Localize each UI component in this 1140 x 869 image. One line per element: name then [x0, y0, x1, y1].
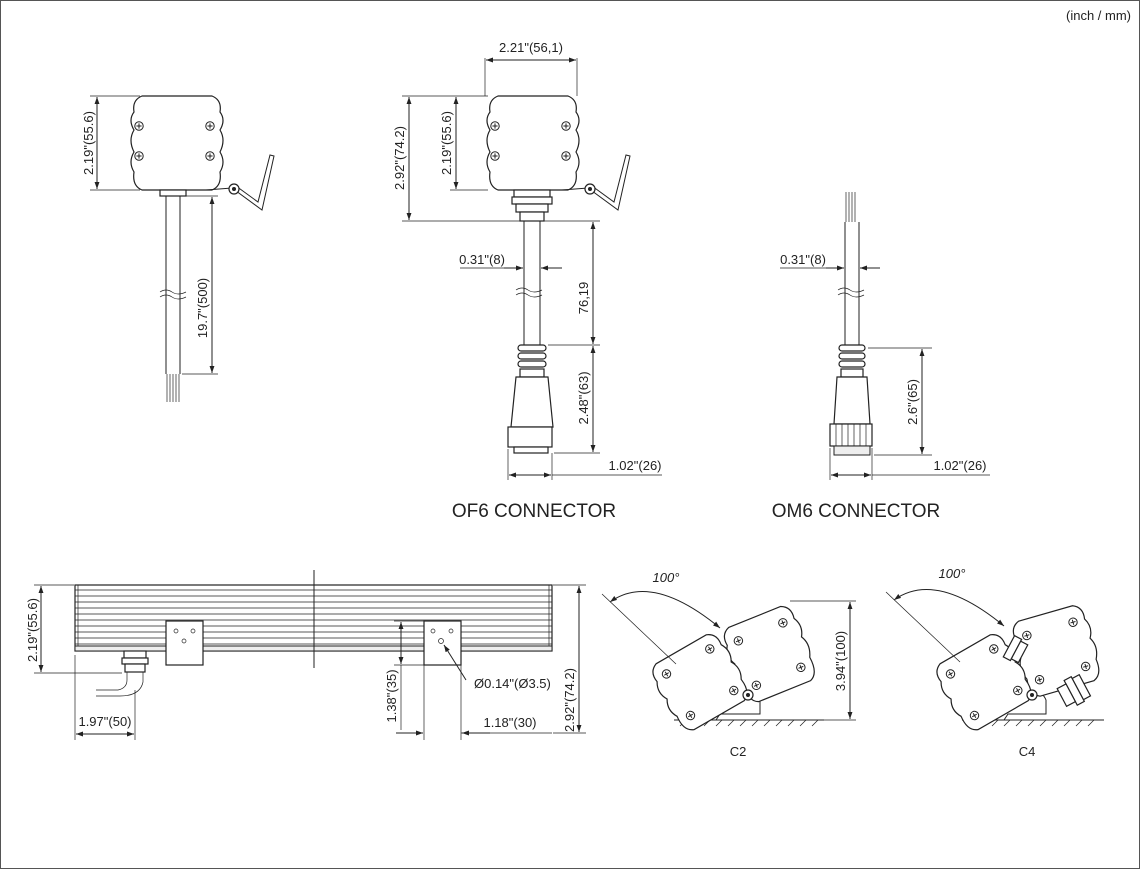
om6-connector-drawing: 0.31"(8) 2.6"(65) 1.02"(26) OM6 CONNECTO… [772, 192, 990, 522]
c2-tilt-drawing: 100° 3.94"(100) C2 [601, 570, 856, 759]
side-view-drawing: 2.19"(55.6) 1.97"(50) 1.38"(35) Ø0.14"(Ø… [25, 570, 586, 740]
screw-icon [561, 151, 571, 161]
connector-sleeve [510, 376, 554, 428]
screw-icon [490, 151, 500, 161]
om6-title: OM6 CONNECTOR [772, 501, 941, 522]
height-dimension: 2.19"(55.6) [81, 111, 96, 175]
cable-gland [159, 189, 187, 197]
total-height-dimension: 2.92"(74.2) [392, 126, 407, 190]
cable-length-dimension: 19.7"(500) [195, 278, 210, 338]
c4-caption: C4 [1019, 744, 1036, 759]
cable-diameter-dimension: 0.31"(8) [780, 252, 826, 267]
connector-nut [507, 426, 553, 448]
screw-icon [134, 121, 144, 131]
total-height-dimension: 2.92"(74.2) [562, 668, 577, 732]
cable-diameter-dimension: 0.31"(8) [459, 252, 505, 267]
connector-length-dimension: 2.48"(63) [576, 371, 591, 424]
end-offset-dimension: 1.97"(50) [78, 714, 131, 729]
screw-icon [561, 121, 571, 131]
fixture-head [130, 95, 224, 191]
c4-tilt-drawing: 100° C4 [885, 566, 1104, 759]
mounting-hole [438, 638, 444, 644]
connector-sleeve [833, 376, 871, 425]
connector-width-dimension: 1.02"(26) [933, 458, 986, 473]
body-height-dimension: 2.19"(55.6) [25, 598, 40, 662]
width-dimension: 2.21"(56,1) [499, 40, 563, 55]
bracket-width-dimension: 1.18"(30) [483, 715, 536, 730]
screw-icon [134, 151, 144, 161]
hole-diameter-label: Ø0.14"(Ø3.5) [474, 676, 551, 691]
c2-caption: C2 [730, 744, 747, 759]
angle-label: 100° [939, 566, 966, 581]
cable-gland [513, 189, 551, 198]
angle-label: 100° [653, 570, 680, 585]
of6-title: OF6 CONNECTOR [452, 501, 616, 522]
body-height-dimension: 2.19"(55.6) [439, 111, 454, 175]
screw-icon [205, 121, 215, 131]
end-view-cable-fixture: 2.19"(55.6) 19.7"(500) [81, 95, 275, 402]
height-dimension: 3.94"(100) [833, 631, 848, 691]
connector-width-dimension: 1.02"(26) [608, 458, 661, 473]
of6-connector-drawing: 2.21"(56,1) 2.92"(74.2) 2.19"(55.6) 0.31… [392, 40, 662, 522]
fixture-head [486, 95, 580, 191]
cable-length-dimension: 76,19 [576, 282, 591, 315]
screw-icon [490, 121, 500, 131]
connector-length-dimension: 2.6"(65) [905, 379, 920, 425]
screw-icon [205, 151, 215, 161]
bracket-height-dimension: 1.38"(35) [384, 669, 399, 722]
units-note: (inch / mm) [1066, 8, 1131, 23]
